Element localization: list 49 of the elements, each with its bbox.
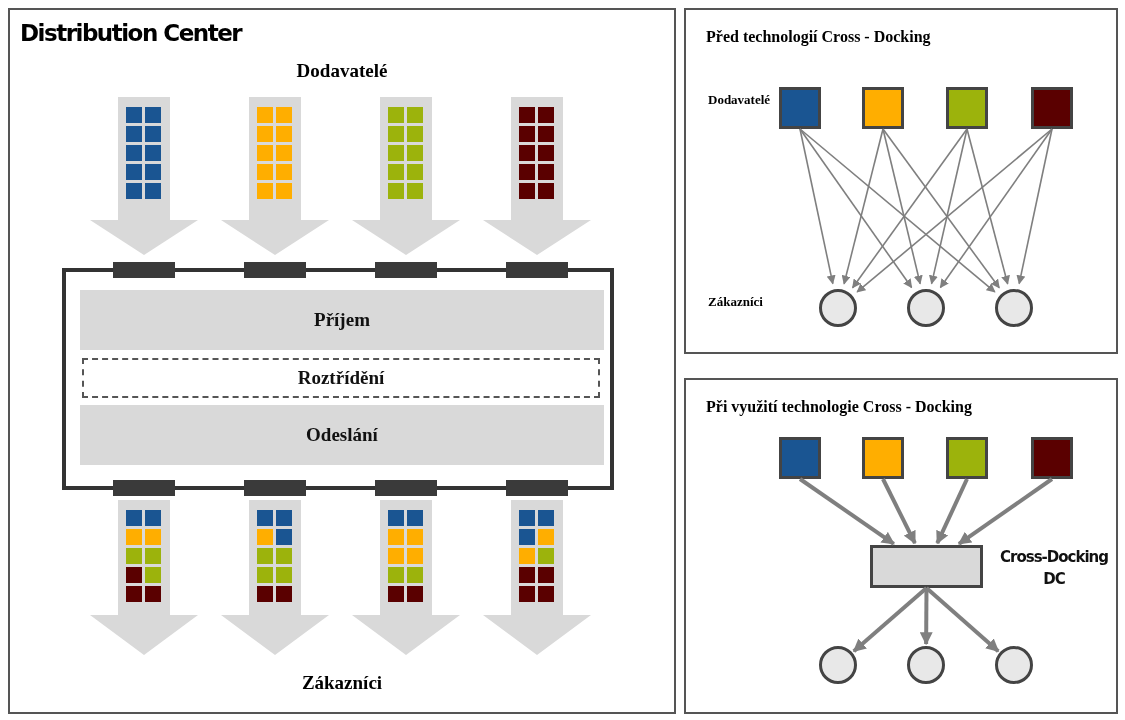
panel (684, 378, 1118, 714)
arrow (799, 128, 996, 293)
box-caption: Cross-Docking DC (999, 547, 1109, 590)
arrow (852, 586, 928, 653)
supplier-square (779, 87, 821, 129)
arrow (957, 477, 1054, 546)
arrow (881, 478, 917, 545)
supplier-square (1031, 87, 1073, 129)
supplier-square (779, 437, 821, 479)
customer-circle (907, 289, 945, 327)
arrow (939, 128, 1053, 289)
warehouse-box (62, 268, 614, 490)
arrow (841, 128, 884, 285)
supplier-square (946, 437, 988, 479)
customer-circle (819, 646, 857, 684)
arrow (925, 586, 1000, 653)
arrow (1016, 128, 1053, 285)
panel-title: Při využití technologie Cross - Docking (706, 398, 972, 416)
hub-box (870, 545, 983, 588)
arrow (882, 128, 1001, 289)
panel-title: Distribution Center (20, 20, 242, 46)
customer-circle (995, 289, 1033, 327)
row-label: Dodavatelé (708, 92, 771, 108)
stage-band: Odeslání (80, 405, 604, 465)
arrow (856, 128, 1053, 293)
arrow (882, 128, 923, 285)
arrow (919, 588, 933, 646)
supplier-square (1031, 437, 1073, 479)
column-heading: Zákazníci (301, 672, 383, 694)
arrow (966, 128, 1010, 285)
arrow (799, 128, 836, 285)
row-label: Zákazníci (708, 294, 763, 310)
panel (8, 8, 676, 714)
arrow (851, 128, 968, 289)
panel-title: Před technologií Cross - Docking (706, 28, 931, 46)
arrow (935, 478, 969, 545)
stage-band: Roztřídění (82, 358, 600, 398)
panel (684, 8, 1118, 354)
arrow (929, 128, 968, 285)
stage-band: Příjem (80, 290, 604, 350)
arrow (798, 477, 895, 546)
supplier-square (862, 87, 904, 129)
supplier-square (946, 87, 988, 129)
column-heading: Dodavatelé (296, 60, 388, 82)
customer-circle (819, 289, 857, 327)
customer-circle (907, 646, 945, 684)
arrow (799, 128, 913, 289)
customer-circle (995, 646, 1033, 684)
supplier-square (862, 437, 904, 479)
